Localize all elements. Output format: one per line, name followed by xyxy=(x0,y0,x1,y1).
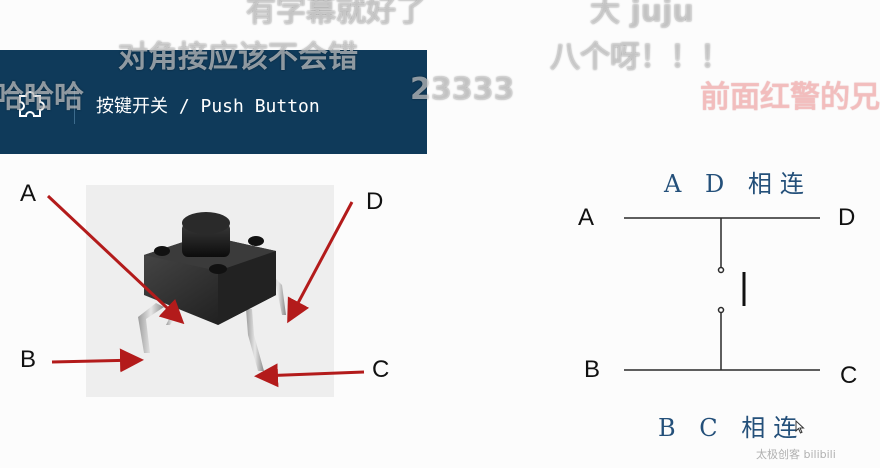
slide-title: 按键开关 / Push Button xyxy=(96,96,320,117)
banner-divider xyxy=(74,88,75,124)
danmaku-comment-2: 大 juju xyxy=(590,0,694,29)
danmaku-comment-5: 哈哈哈 xyxy=(0,80,84,115)
bottom-caption: B C 相连 xyxy=(658,414,806,442)
diagram-label-a: A xyxy=(578,204,595,231)
danmaku-comment-6: 23333 xyxy=(410,72,515,107)
puzzle-icon xyxy=(19,91,45,117)
push-button-illustration xyxy=(86,185,334,397)
diagram-label-b: B xyxy=(584,356,601,383)
title-banner: 按键开关 / Push Button xyxy=(0,50,427,154)
danmaku-comment-7: 前面红警的兄 xyxy=(700,80,880,115)
photo-pin-label-a: A xyxy=(20,180,37,207)
photo-pin-label-c: C xyxy=(372,356,390,383)
mouse-cursor-icon xyxy=(795,420,805,434)
photo-pin-label-d: D xyxy=(366,188,384,215)
danmaku-comment-3: 对角接应该不会错 xyxy=(118,40,358,75)
diagram-label-d: D xyxy=(838,204,856,231)
watermark: 太极创客 bilibili xyxy=(756,448,836,461)
danmaku-comment-1: 有字幕就好了 xyxy=(246,0,426,29)
diagram-label-c: C xyxy=(840,362,858,389)
push-button-photo xyxy=(86,185,334,397)
top-caption: A D 相连 xyxy=(664,170,812,198)
danmaku-comment-4: 八个呀！！！ xyxy=(550,40,730,75)
photo-pin-label-b: B xyxy=(20,346,37,373)
